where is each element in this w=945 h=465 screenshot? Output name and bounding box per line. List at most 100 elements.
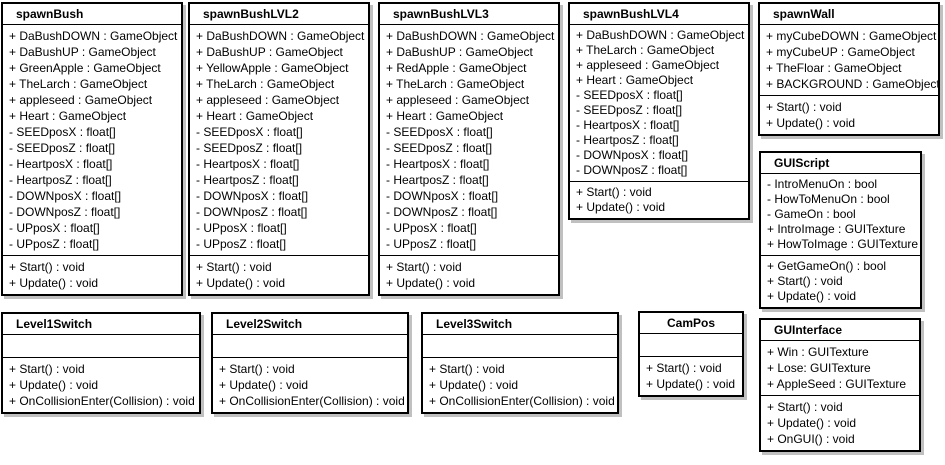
attribute-row: + YellowApple : GameObject (196, 61, 349, 75)
attributes-compartment: + DaBushDOWN : GameObject+ TheLarch : Ga… (570, 24, 748, 181)
attribute-row: + appleseed : GameObject (576, 58, 720, 72)
methods-compartment: + Start() : void + Update() : void (640, 356, 742, 395)
method-row: + Start() : void (576, 185, 652, 199)
class-title: spawnBushLVL4 (583, 7, 679, 21)
method-row: + Start() : void (767, 274, 843, 288)
attribute-row: - SEEDposX : float[] (196, 125, 303, 139)
method-row: + Start() : void (219, 362, 295, 376)
method-row: + Start() : void (9, 362, 85, 376)
attribute-row: + Heart : GameObject (386, 109, 504, 123)
class-title: spawnBushLVL3 (393, 7, 489, 21)
attribute-row: + Win : GUITexture (767, 345, 869, 359)
attribute-row: + Lose: GUITexture (767, 361, 871, 375)
attributes-compartment: + DaBushDOWN : GameObject+ DaBushUP : Ga… (380, 24, 558, 255)
class-box[interactable]: GUInterface + Win : GUITexture+ Lose: GU… (759, 318, 921, 452)
attribute-row: - SEEDposX : float[] (9, 125, 116, 139)
attributes-compartment: + DaBushDOWN : GameObject + DaBushUP : Ga… (190, 24, 368, 255)
attribute-row: - HeartposX : float[] (386, 157, 490, 171)
method-row: + Start() : void (646, 361, 722, 375)
attribute-row: + DaBushDOWN : GameObject (196, 29, 365, 43)
attribute-row: - UPposZ : float[] (196, 237, 287, 251)
class-box[interactable]: Level3Switch + Start() : void + Update() … (421, 312, 619, 414)
method-row: + Start() : void (767, 400, 843, 414)
method-row: + Update() : void (576, 200, 666, 214)
class-title: CamPos (666, 316, 716, 330)
attribute-row: - HeartposX : float[] (196, 157, 300, 171)
method-row: + Update() : void (429, 378, 519, 392)
attribute-row: - SEEDposZ : float[] (9, 141, 116, 155)
methods-compartment: + Start() : void+ Update() : void (380, 255, 558, 294)
attribute-row: - UPposZ : float[] (386, 237, 477, 251)
attribute-row: + DaBushUP : GameObject (196, 45, 343, 59)
attributes-compartment: + Win : GUITexture + Lose: GUITexture + Ap… (761, 340, 919, 395)
attribute-row: - UPposX : float[] (386, 221, 477, 235)
class-title: Level1Switch (16, 317, 93, 331)
attribute-row: - DOWNposX : float[] (386, 189, 499, 203)
method-row: + Update() : void (766, 116, 856, 130)
attributes-compartment: + myCubeDOWN : GameObject + myCubeUP : Ga… (760, 24, 938, 95)
attribute-row: - HowToMenuOn : bool (767, 192, 890, 206)
class-box[interactable]: spawnWall + myCubeDOWN : GameObject+ myC… (758, 2, 940, 136)
method-row: + Start() : void (766, 100, 842, 114)
attribute-row: + GreenApple : GameObject (9, 61, 161, 75)
attribute-row: + HowToImage : GUITexture (767, 237, 919, 251)
class-title: Level3Switch (436, 317, 513, 331)
method-row: + Update() : void (9, 378, 99, 392)
class-box[interactable]: spawnBush + DaBushDOWN : GameObject+ DaB… (1, 2, 183, 296)
attribute-row: + TheFloar : GameObject (766, 61, 902, 75)
attribute-row: + Heart : GameObject (196, 109, 314, 123)
method-row: + Start() : void (429, 362, 505, 376)
class-box[interactable]: spawnBushLVL4 + DaBushDOWN : GameObject+… (568, 2, 750, 220)
class-title: spawnBushLVL2 (203, 7, 299, 21)
methods-compartment: + GetGameOn() : bool+ Start() : void+ Up… (761, 255, 920, 307)
class-box[interactable]: spawnBushLVL2 + DaBushDOWN : GameObject+… (188, 2, 370, 296)
class-title: spawnWall (773, 7, 835, 21)
class-box[interactable]: spawnBushLVL3 + DaBushDOWN : GameObject+… (378, 2, 560, 296)
class-box[interactable]: GUIScript - IntroMenuOn : bool- HowToMen… (759, 151, 922, 309)
attribute-row: - DOWNposX : float[] (9, 189, 122, 203)
method-row: + Start() : void (386, 260, 462, 274)
methods-compartment: + Start() : void+ Update() : void+ OnCol… (213, 357, 407, 412)
attribute-row: - DOWNposX : float[] (196, 189, 309, 203)
attribute-row: + DaBushDOWN : GameObject (9, 29, 178, 43)
attribute-row: + Heart : GameObject (576, 73, 694, 87)
attribute-row: - SEEDposZ : float[] (196, 141, 303, 155)
class-box[interactable]: Level1Switch + Start() : void + Update() … (1, 312, 201, 414)
attribute-row: + appleseed : GameObject (9, 93, 153, 107)
attribute-row: - DOWNposZ : float[] (9, 205, 121, 219)
method-row: + Update() : void (196, 276, 286, 290)
class-box[interactable]: CamPos + Start() : void + Update() : void (638, 311, 744, 397)
attributes-compartment: + DaBushDOWN : GameObject + DaBushUP : Ga… (3, 24, 181, 255)
attribute-row: + IntroImage : GUITexture (767, 222, 906, 236)
method-row: + Update() : void (767, 416, 857, 430)
method-row: + Update() : void (646, 377, 736, 391)
attribute-row: - HeartposZ : float[] (196, 173, 299, 187)
attribute-row: + myCubeDOWN : GameObject (766, 29, 937, 43)
attribute-row: + DaBushUP : GameObject (9, 45, 156, 59)
class-box[interactable]: Level2Switch + Start() : void+ Update() … (211, 312, 409, 414)
method-row: + OnGUI() : void (767, 432, 855, 446)
methods-compartment: + Start() : void+ Update() : void+ OnCol… (423, 357, 617, 412)
attributes-compartment: - IntroMenuOn : bool- HowToMenuOn : bool… (761, 173, 920, 255)
attribute-row: - HeartposX : float[] (9, 157, 113, 171)
attributes-compartment (423, 334, 617, 357)
attribute-row: - IntroMenuOn : bool (767, 177, 878, 191)
attribute-row: - SEEDposX : float[] (386, 125, 493, 139)
method-row: + Start() : void (9, 260, 85, 274)
attribute-row: + TheLarch : GameObject (9, 77, 148, 91)
attributes-compartment (3, 334, 199, 357)
attribute-row: - HeartposZ : float[] (9, 173, 112, 187)
attribute-row: + DaBushUP : GameObject (386, 45, 533, 59)
attribute-row: - GameOn : bool (767, 207, 856, 221)
attributes-compartment (213, 334, 407, 357)
attribute-row: + BACKGROUND : GameObject (766, 77, 940, 91)
attribute-row: - DOWNposZ : float[] (576, 163, 688, 177)
attribute-row: + DaBushDOWN : GameObject (576, 28, 745, 42)
attribute-row: - DOWNposZ : float[] (386, 205, 498, 219)
attribute-row: + myCubeUP : GameObject (766, 45, 915, 59)
method-row: + Start() : void (196, 260, 272, 274)
attribute-row: - UPposX : float[] (196, 221, 287, 235)
class-title: spawnBush (16, 7, 84, 21)
attribute-row: + AppleSeed : GUITexture (767, 377, 907, 391)
